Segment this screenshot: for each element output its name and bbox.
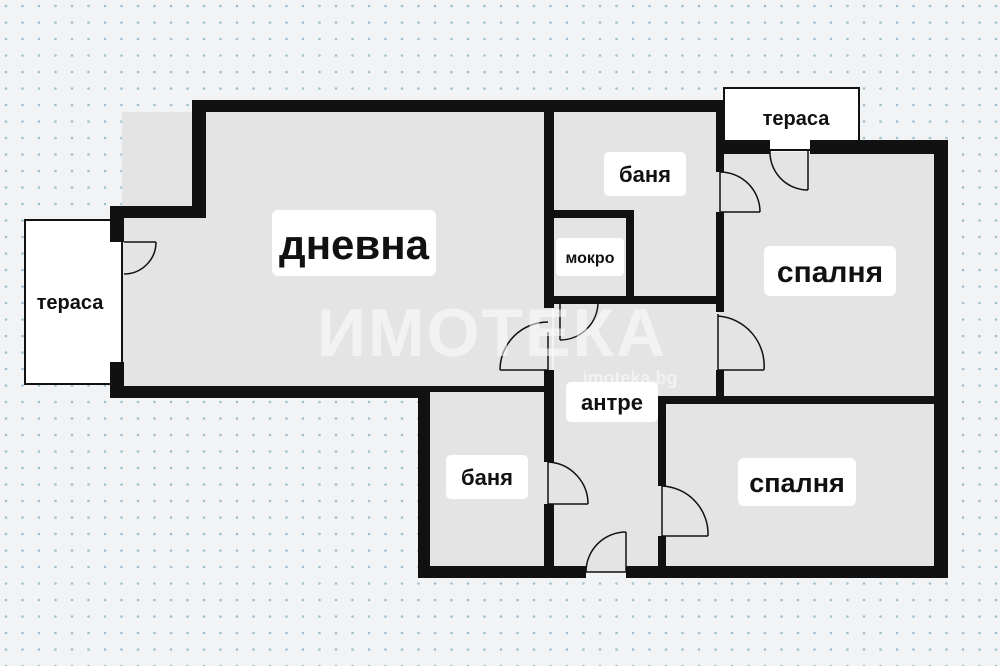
wet-room-label: мокро <box>566 250 615 267</box>
interior-walls <box>424 112 940 572</box>
bath-top-label: баня <box>619 162 671 187</box>
floors <box>122 112 940 572</box>
door-bath-bottom <box>547 461 589 505</box>
doors <box>123 149 809 573</box>
door-bath-top <box>719 171 761 213</box>
label-living: дневна <box>272 210 436 276</box>
door-living <box>499 321 549 371</box>
label-hall: антре <box>566 382 658 422</box>
door-wet <box>559 301 599 341</box>
terrace-left-area <box>24 219 123 385</box>
hall-label: антре <box>581 390 643 415</box>
exterior-walls <box>110 100 948 578</box>
label-bedroom-top: спалня <box>764 246 896 296</box>
living-room-label: дневна <box>279 221 430 268</box>
bedroom-bottom-label: спалня <box>749 468 845 498</box>
watermark-logo: ИМОТЕКА <box>317 295 667 371</box>
label-bath-bottom: баня <box>446 455 528 499</box>
terrace-top-area <box>723 87 860 151</box>
door-entrance <box>585 531 627 573</box>
terrace-left-label: тераса <box>37 292 105 314</box>
door-terrace-top <box>769 149 809 191</box>
label-bath-top: баня <box>604 152 686 196</box>
bedroom-top-label: спалня <box>777 256 883 289</box>
label-bedroom-bottom: спалня <box>738 458 856 506</box>
door-bedroom-top <box>717 314 765 371</box>
terrace-top-label: тераса <box>763 108 831 130</box>
door-terrace-left <box>123 241 157 275</box>
watermark: ИМОТЕКА imoteka.bg <box>317 295 677 388</box>
room-labels: дневна тераса тераса баня мокро спалня а… <box>37 108 896 506</box>
label-wet: мокро <box>556 238 624 276</box>
door-bedroom-bottom <box>661 485 709 537</box>
bath-bottom-label: баня <box>461 465 513 490</box>
